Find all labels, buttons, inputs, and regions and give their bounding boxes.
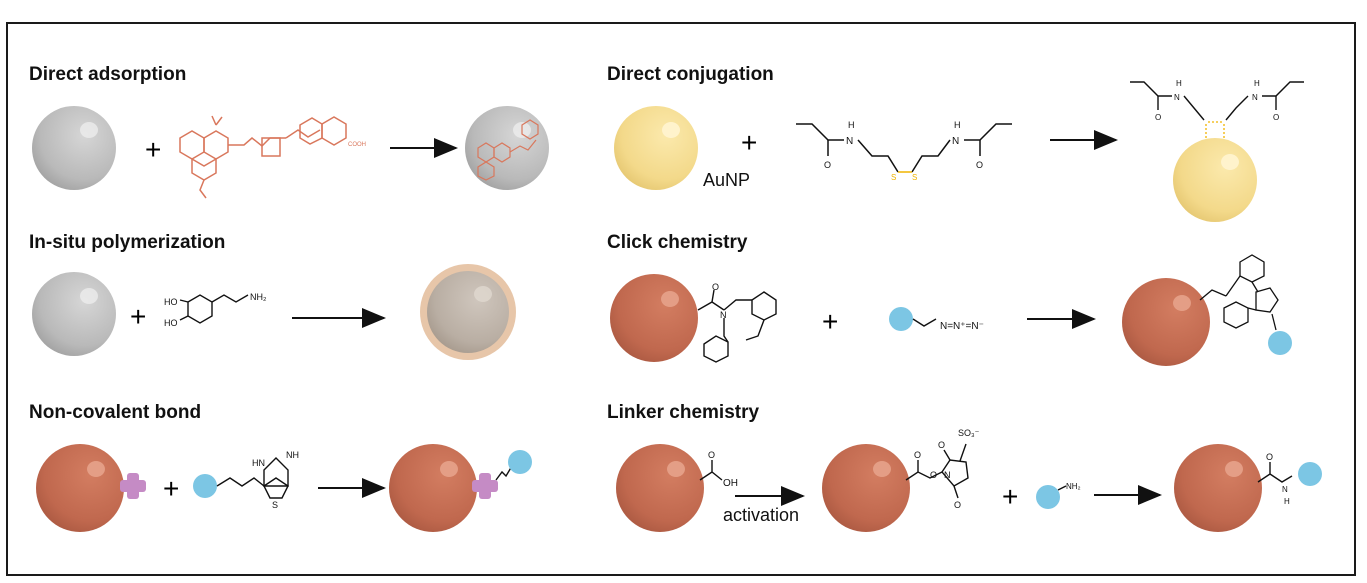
direct-adsorption-scheme: + COOH bbox=[32, 106, 549, 199]
aunp-label: AuNP bbox=[703, 170, 751, 190]
non-covalent-bond-scheme: + S HN NH bbox=[36, 444, 532, 532]
plus-sign: + bbox=[145, 134, 161, 165]
carboxyl-nanoparticle: O OH bbox=[616, 444, 738, 532]
biotin-ligand: S HN NH bbox=[193, 450, 299, 510]
imine-label: HN bbox=[252, 458, 265, 468]
carbonyl-o: O bbox=[712, 282, 719, 292]
amide-h: H bbox=[1254, 79, 1260, 88]
dopamine-molecule bbox=[179, 294, 249, 324]
plus-sign: + bbox=[130, 301, 146, 332]
carbonyl-o: O bbox=[914, 450, 921, 460]
amide-n: N bbox=[1282, 485, 1288, 494]
plus-sign: + bbox=[741, 127, 757, 158]
title-linker-chemistry: Linker chemistry bbox=[607, 402, 760, 423]
sulfur-label: S bbox=[912, 173, 917, 182]
plus-sign: + bbox=[1002, 481, 1018, 512]
azide-ligand: N=N⁺=N⁻ bbox=[889, 307, 984, 332]
polymer-coated-nanoparticle bbox=[420, 264, 516, 360]
succinimide-n: N bbox=[944, 470, 951, 480]
imine-label: NH bbox=[286, 450, 299, 460]
title-click-chemistry: Click chemistry bbox=[607, 232, 748, 253]
dbco-molecule bbox=[697, 289, 777, 363]
hydroxyl-label: HO bbox=[164, 318, 178, 328]
carbonyl-o: O bbox=[1155, 113, 1161, 122]
amide-n: N bbox=[846, 136, 853, 147]
amide-n: N bbox=[720, 310, 727, 320]
hydroxyl-label: OH bbox=[723, 478, 738, 489]
biotinylated-nanoparticle bbox=[389, 444, 532, 532]
carbonyl-o: O bbox=[976, 160, 983, 170]
carbonyl-o: O bbox=[954, 500, 961, 510]
dye-molecule bbox=[179, 115, 347, 199]
sulfur-label: S bbox=[891, 173, 896, 182]
nhs-activated-nanoparticle: O O N O O SO₃⁻ bbox=[822, 428, 980, 532]
red-nanoparticle bbox=[610, 274, 698, 362]
carbonyl-o: O bbox=[1273, 113, 1279, 122]
linker-chemistry-scheme: O OH O O N O O SO₃⁻ bbox=[616, 428, 1322, 532]
azide-label: N=N⁺=N⁻ bbox=[940, 321, 984, 332]
sulfonate-label: SO₃⁻ bbox=[958, 428, 980, 438]
plus-sign: + bbox=[822, 306, 838, 337]
amide-h: H bbox=[848, 120, 855, 130]
carbonyl-o: O bbox=[708, 450, 715, 460]
plus-sign: + bbox=[163, 473, 179, 504]
amide-n: N bbox=[1252, 93, 1258, 102]
amide-h: H bbox=[1176, 79, 1182, 88]
carbonyl-o: O bbox=[938, 440, 945, 450]
red-nanoparticle bbox=[36, 444, 124, 532]
cooh-label: COOH bbox=[348, 142, 366, 148]
title-insitu-polymerization: In-situ polymerization bbox=[29, 232, 226, 253]
carbonyl-o: O bbox=[1266, 452, 1273, 462]
direct-conjugation-scheme: + N H N H O O S S bbox=[614, 79, 1304, 222]
gray-nanoparticle bbox=[32, 106, 116, 190]
title-direct-conjugation: Direct conjugation bbox=[607, 64, 774, 85]
amide-n: N bbox=[1174, 93, 1180, 102]
amine-ligand: NH₂ bbox=[1036, 482, 1081, 509]
insitu-polymerization-scheme: + HO HO NH₂ bbox=[32, 264, 516, 360]
title-direct-adsorption: Direct adsorption bbox=[29, 64, 187, 85]
sulfur-label: S bbox=[272, 500, 278, 510]
amide-conjugated-nanoparticle: O N H bbox=[1174, 444, 1322, 532]
click-chemistry-scheme: O N + N=N⁺=N⁻ bbox=[610, 254, 1292, 366]
gray-nanoparticle bbox=[32, 272, 116, 356]
activation-label: activation bbox=[723, 505, 800, 525]
dye-loaded-nanoparticle bbox=[465, 106, 549, 190]
amine-label: NH₂ bbox=[250, 292, 267, 302]
amine-label: NH₂ bbox=[1066, 482, 1081, 491]
title-non-covalent-bond: Non-covalent bond bbox=[29, 402, 202, 423]
hydroxyl-label: HO bbox=[164, 297, 178, 307]
carbonyl-o: O bbox=[824, 160, 831, 170]
clicked-nanoparticle bbox=[1122, 254, 1292, 366]
streptavidin-receptor bbox=[120, 473, 146, 499]
gold-nanoparticle bbox=[614, 106, 698, 190]
amide-n: N bbox=[952, 136, 959, 147]
disulfide-acrylamide-crosslinker bbox=[796, 123, 1012, 173]
figure-frame bbox=[6, 22, 1356, 576]
amide-h: H bbox=[954, 120, 961, 130]
ester-o: O bbox=[930, 470, 937, 480]
conjugated-gold-nanoparticle: N H N H O O bbox=[1130, 79, 1304, 222]
amide-h: H bbox=[1284, 497, 1290, 506]
